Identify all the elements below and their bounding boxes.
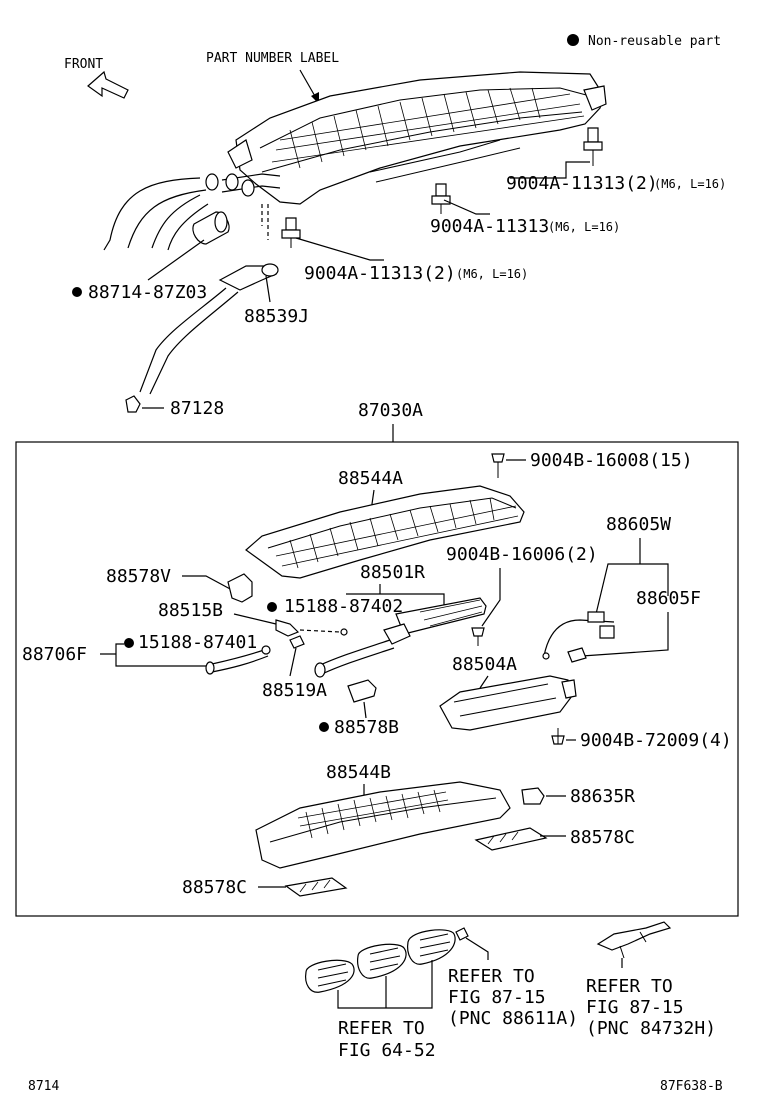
part-88578v-icon [227,573,253,603]
part-88515b: 88515B [158,600,223,621]
heater-unit-illustration [227,71,607,205]
part-88578c-right-icon [474,827,548,851]
part-88605w: 88605W [606,514,671,535]
refer-3-line3: (PNC 84732H) [586,1018,716,1039]
non-reusable-bullet-icon [72,287,82,297]
non-reusable-bullet-icon [267,602,277,612]
assembly-frame [15,441,739,917]
screw-icon [471,627,485,646]
part-88501r-illustration [314,597,487,678]
lever-illustration [596,921,672,959]
screw-icon [551,728,565,745]
wire-harness-illustration [542,611,615,663]
hose-88539j-icon [139,263,279,395]
part-88605f: 88605F [636,588,701,609]
callout-bolt-c: 9004A-11313(2) [304,263,456,284]
non-reusable-bullet-icon [567,34,579,46]
part-88519a-icon [289,635,305,649]
front-label: FRONT [64,57,103,72]
footer-left: 8714 [28,1079,59,1094]
part-88501r: 88501R [360,562,425,583]
part-88519a: 88519A [262,680,327,701]
callout-bolt-a: 9004A-11313(2) [506,173,658,194]
part-screw-16008: 9004B-16008(15) [530,450,693,471]
part-88578c-left: 88578C [182,877,247,898]
refer-3-line1: REFER TO [586,976,673,997]
callout-hose-88539j: 88539J [244,306,309,327]
bolt-icon [583,127,603,166]
bolt-icon [281,217,301,248]
footer-right: 87F638-B [660,1079,723,1094]
refer-2-line2: FIG 87-15 [448,987,546,1008]
part-88515b-icon [275,619,300,637]
part-88635r-icon [521,787,545,805]
refer-1-line2: FIG 64-52 [338,1040,436,1061]
refer-2-line1: REFER TO [448,966,535,987]
heater-pipes [103,173,281,251]
screw-icon [491,453,505,478]
part-screw-72009: 9004B-72009(4) [580,730,732,751]
hose-88714-icon [192,211,230,245]
part-88635r: 88635R [570,786,635,807]
part-88544b: 88544B [326,762,391,783]
clip-icon [455,927,469,941]
callout-bolt-b: 9004A-11313 [430,216,549,237]
front-arrow-icon [87,70,129,99]
refer-2-line3: (PNC 88611A) [448,1008,578,1029]
part-88544a: 88544A [338,468,403,489]
part-oring-87402: 15188-87402 [284,596,403,617]
callout-clamp-87128: 87128 [170,398,224,419]
part-88706f: 88706F [22,644,87,665]
part-88504a: 88504A [452,654,517,675]
case-88544a-illustration [245,485,525,579]
clamp-87128-icon [125,395,141,413]
part-screw-16006: 9004B-16006(2) [446,544,598,565]
assembly-code: 87030A [358,400,423,421]
callout-bolt-c-spec: (M6, L=16) [456,267,528,281]
part-oring-87401: 15188-87401 [138,632,257,653]
bolt-icon [431,183,451,214]
non-reusable-bullet-icon [319,722,329,732]
non-reusable-bullet-icon [124,638,134,648]
part-88578c-right: 88578C [570,827,635,848]
refer-3-line2: FIG 87-15 [586,997,684,1018]
part-88578b-icon [347,679,377,703]
part-88578v: 88578V [106,566,171,587]
vent-register-illustration [305,929,456,993]
part-number-label-text: PART NUMBER LABEL [206,51,339,66]
part-88504a-illustration [439,675,577,731]
callout-hose-88714: 88714-87Z03 [88,282,207,303]
part-88578b: 88578B [334,717,399,738]
legend-label: Non-reusable part [588,34,721,49]
part-88706f-illustration [205,645,271,675]
case-88544b-illustration [255,781,511,869]
callout-bolt-a-spec: (M6, L=16) [654,177,726,191]
callout-bolt-b-spec: (M6, L=16) [548,220,620,234]
part-number-label-arrow [299,69,317,99]
refer-1-line1: REFER TO [338,1018,425,1039]
part-88578c-left-icon [284,877,348,897]
